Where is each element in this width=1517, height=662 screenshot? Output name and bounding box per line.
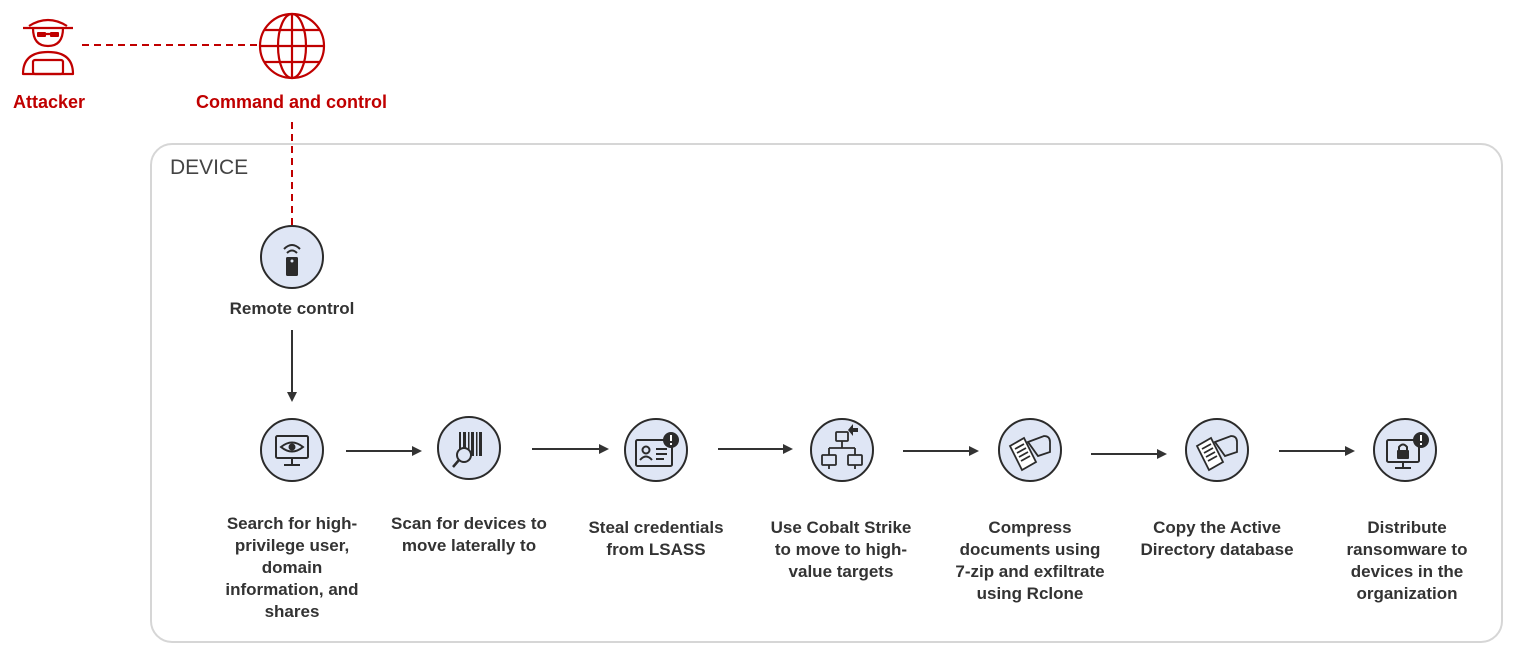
remote-device-icon — [283, 244, 301, 276]
c2-label: Command and control — [196, 92, 388, 112]
document-hand-icon — [1195, 435, 1238, 472]
step-3-node — [624, 418, 688, 482]
step-2-label: Scan for devices to move laterally to — [391, 514, 547, 555]
step-3-label: Steal credentials from LSASS — [588, 518, 724, 559]
step-6-node — [1185, 418, 1249, 482]
globe-icon — [258, 12, 326, 80]
step-2-node — [437, 416, 501, 480]
attacker-icon — [21, 18, 75, 76]
document-hand-icon — [1008, 435, 1051, 472]
barcode-magnifier-icon — [452, 432, 482, 468]
step-7-label: Distribute ransomware to devices in the … — [1346, 518, 1468, 603]
step-6-label: Copy the Active Directory database — [1140, 518, 1294, 559]
step-1-label: Search for high-privilege user, domain i… — [225, 514, 359, 621]
device-container — [150, 143, 1503, 643]
network-nodes-icon — [821, 424, 863, 469]
device-title: DEVICE — [170, 156, 249, 179]
monitor-eye-icon — [275, 435, 309, 466]
step-4-node — [810, 418, 874, 482]
remote-control-node — [260, 225, 324, 289]
attacker-label: Attacker — [13, 92, 86, 112]
monitor-lock-alert-icon — [1386, 432, 1429, 469]
id-card-alert-icon — [635, 432, 679, 467]
remote-control-label: Remote control — [229, 299, 355, 318]
step-4-label: Use Cobalt Strike to move to high-value … — [770, 518, 912, 581]
step-1-node — [260, 418, 324, 482]
step-7-node — [1373, 418, 1437, 482]
step-5-label: Compress documents using 7-zip and exfil… — [955, 518, 1105, 603]
step-5-node — [998, 418, 1062, 482]
